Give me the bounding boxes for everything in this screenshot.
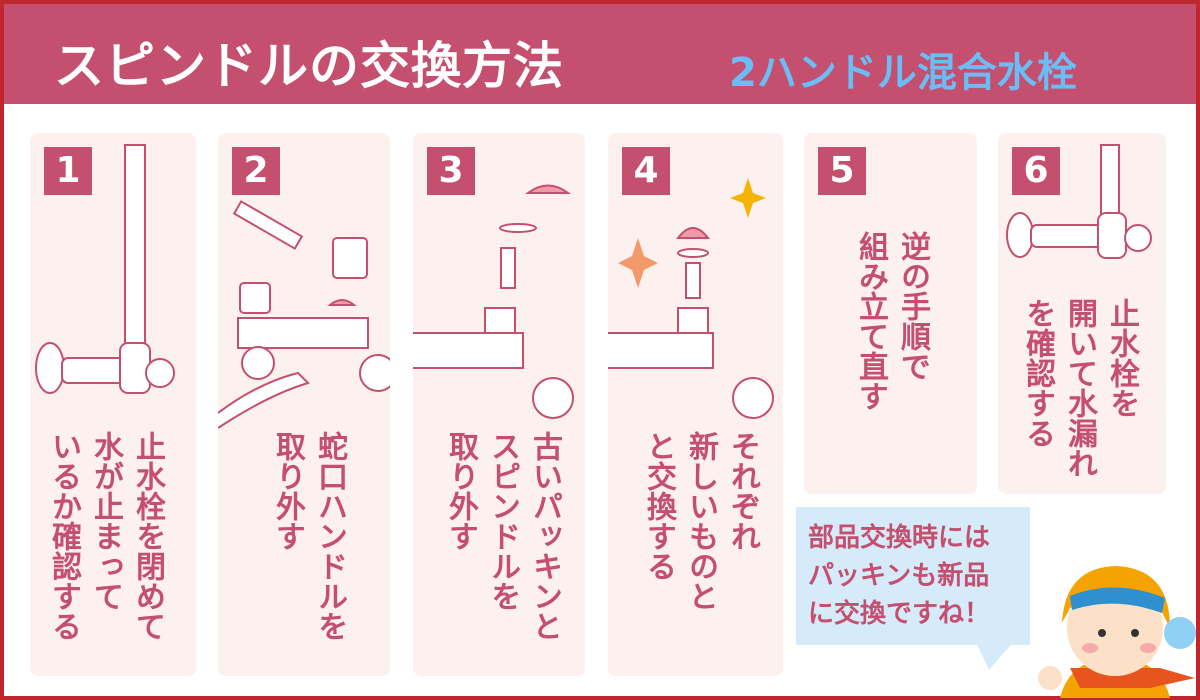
sparkle-icon	[730, 178, 766, 218]
step-number-2: 2	[232, 147, 280, 195]
speech-bubble-tail	[975, 640, 1015, 670]
character-mascot-illustration	[1038, 566, 1196, 698]
step-card-1: 1 止水栓を閉めて 水が止まって いるか確認する	[30, 133, 196, 676]
step-text-2: 蛇口ハンドルを 取り外す	[270, 431, 347, 641]
stop-valve-illustration	[35, 144, 175, 394]
step-text-1: 止水栓を閉めて 水が止まって いるか確認する	[46, 431, 165, 641]
page-subtitle: 2ハンドル混合水栓	[729, 50, 1077, 96]
step-number-6: 6	[1012, 147, 1060, 195]
spindle-removal-illustration	[413, 184, 574, 419]
step-text-4: それぞれ 新しいものと と交換する	[641, 431, 760, 611]
step-text-3: 古いパッキンと スピンドルを 取り外す	[443, 431, 562, 641]
page-title: スピンドルの交換方法	[54, 37, 564, 95]
sparkle-icon	[618, 238, 658, 288]
step-number-4: 4	[622, 147, 670, 195]
step-card-4: 4 それぞれ 新しいものと と交換する	[608, 133, 783, 676]
step-number-5: 5	[818, 147, 866, 195]
step-card-5: 5 逆の手順で 組み立て直す	[804, 133, 977, 494]
step-number-1: 1	[44, 147, 92, 195]
step-card-2: 2 蛇口ハンドルを 取り外す	[218, 133, 390, 676]
new-parts-illustration	[608, 178, 774, 419]
step-text-5: 逆の手順で 組み立て直す	[853, 231, 930, 411]
step-card-3: 3 古いパッキンと スピンドルを 取り外す	[413, 133, 585, 676]
faucet-handle-removal-illustration	[218, 200, 390, 429]
header-band: スピンドルの交換方法 2ハンドル混合水栓	[4, 4, 1196, 104]
step-card-6: 6 止水栓を 開いて水漏れ を確認する	[998, 133, 1166, 494]
step-text-6: 止水栓を 開いて水漏れ を確認する	[1020, 298, 1139, 478]
stop-valve-open-illustration	[1006, 144, 1152, 259]
speech-bubble: 部品交換時には パッキンも新品 に交換ですね！	[796, 507, 1030, 645]
step-number-3: 3	[427, 147, 475, 195]
